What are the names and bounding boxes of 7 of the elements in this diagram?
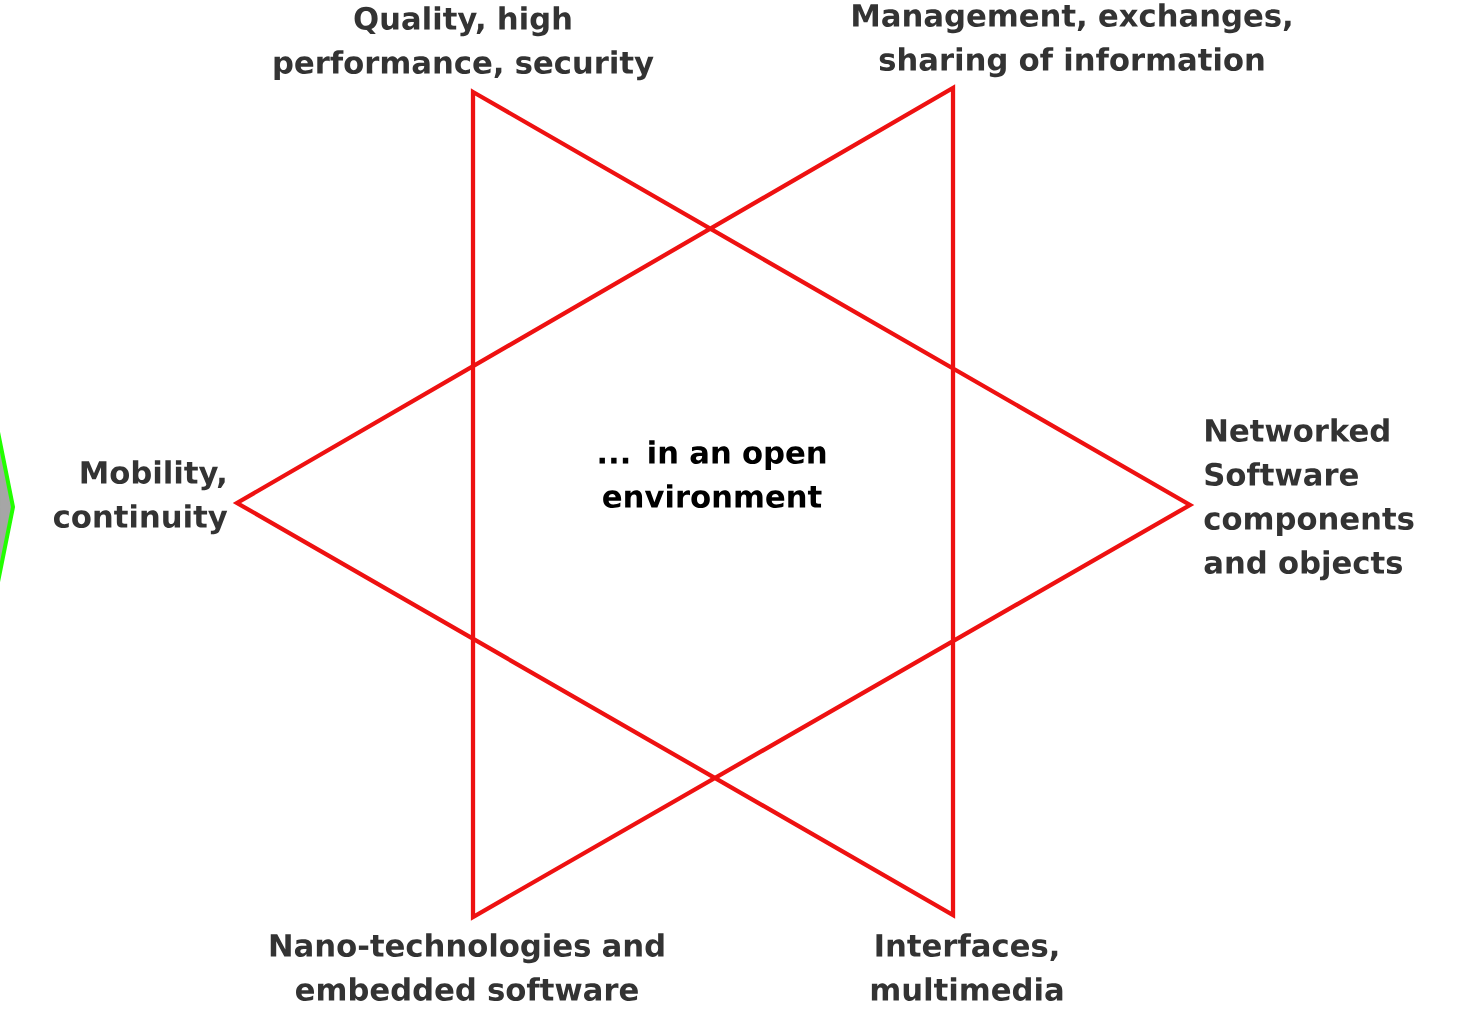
- label: Quality, high performance, security: [274, 6, 654, 81]
- label: Networked Software components and objects: [1204, 418, 1414, 581]
- label: Interfaces, multimedia: [871, 933, 1063, 1001]
- label: Nano-technologies and embedded software: [270, 933, 664, 1001]
- label: ... in an open environment: [599, 440, 826, 508]
- label: Mobility, continuity: [54, 460, 228, 535]
- label: Management, exchanges, sharing of information: [853, 3, 1291, 78]
